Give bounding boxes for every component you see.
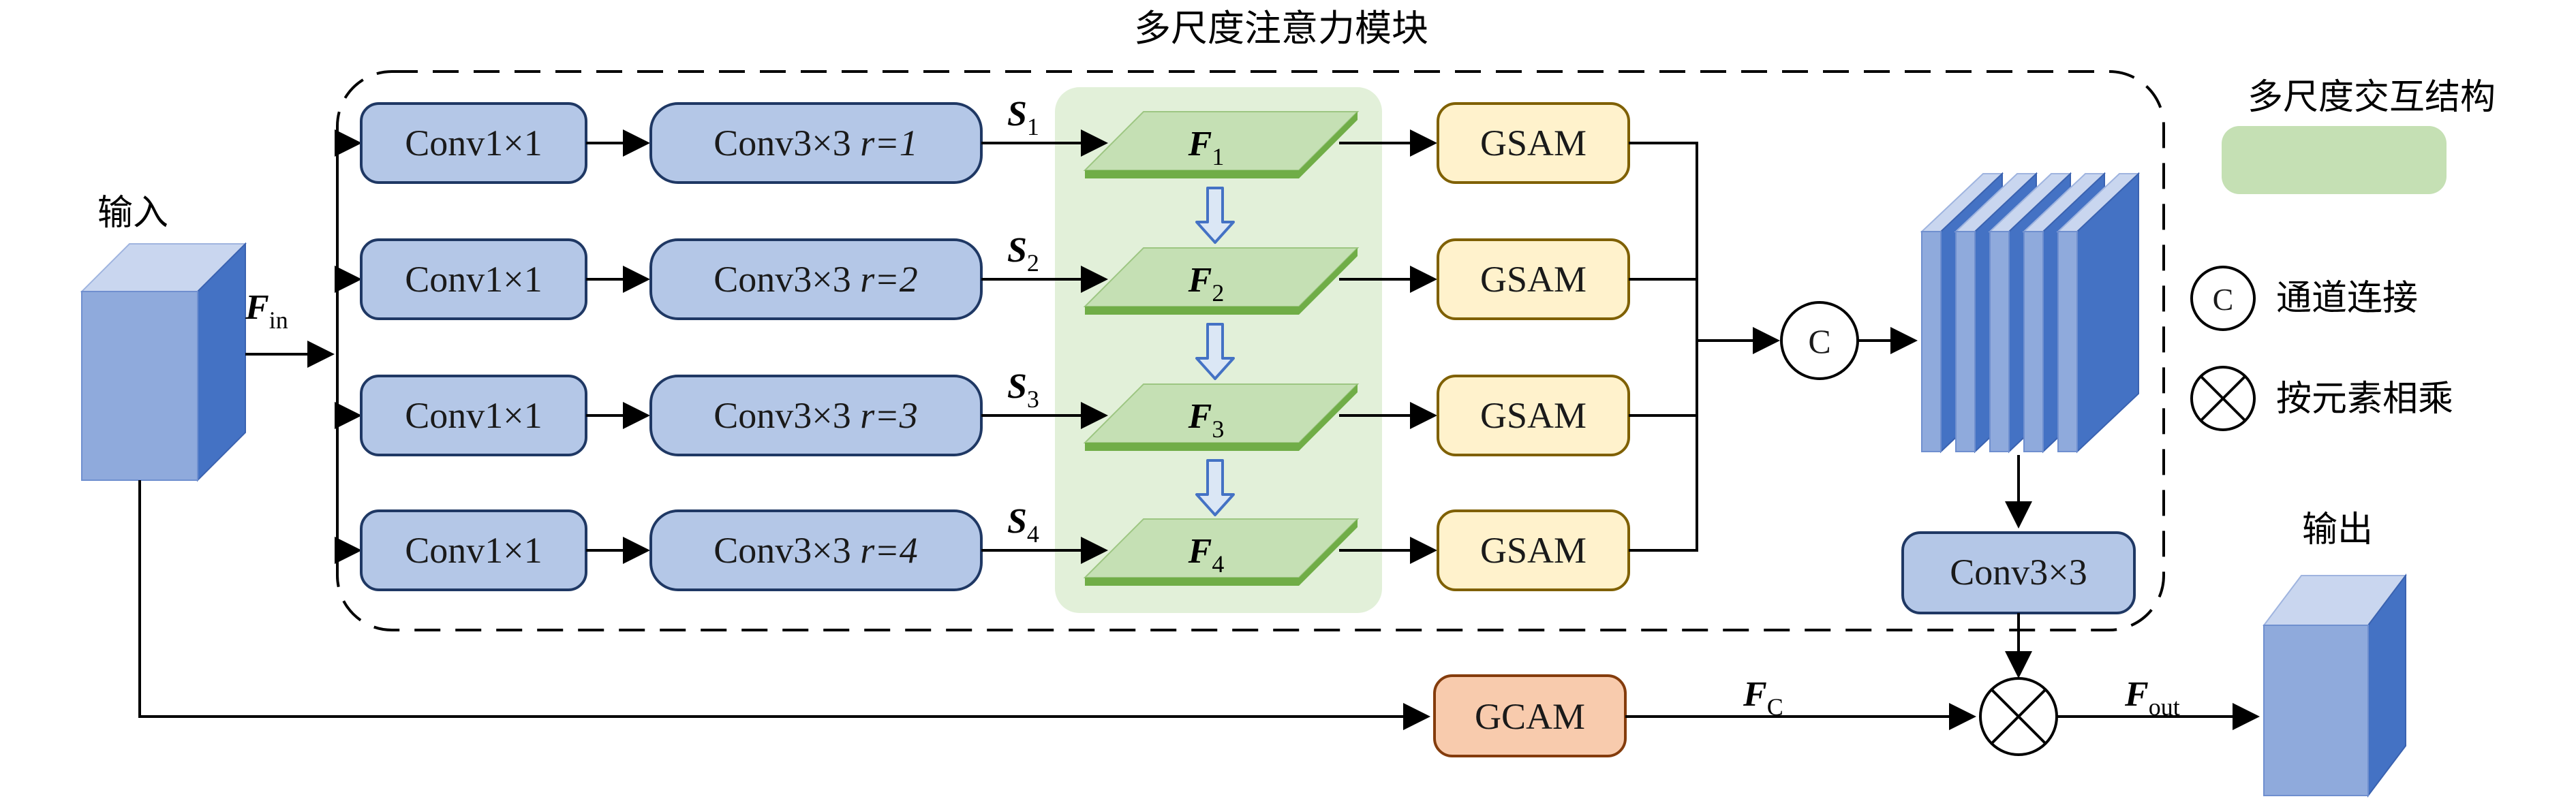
module-title: 多尺度注意力模块: [1134, 7, 1428, 50]
s-main: S: [1007, 367, 1027, 406]
s-label: S1: [1007, 95, 1039, 140]
s-label: S4: [1007, 502, 1039, 548]
dilation-rate: r=2: [860, 259, 917, 300]
gsam-label: GSAM: [1480, 259, 1586, 300]
s-label: S3: [1007, 367, 1039, 413]
conv3x3-text: Conv3×3: [714, 123, 850, 163]
gsam-label: GSAM: [1480, 395, 1586, 436]
feature-plate: [1083, 247, 1360, 315]
legend-multi-scale-swatch: [2222, 126, 2447, 194]
f-label: F1: [1188, 125, 1225, 170]
output-cube: [2262, 574, 2408, 798]
interaction-down-arrow: [1195, 323, 1235, 380]
f-main: F: [1188, 532, 1212, 571]
conv1x1-label: Conv1×1: [405, 395, 542, 436]
conv-out-box: Conv3×3: [1901, 531, 2136, 614]
s-sub: 4: [1027, 520, 1039, 548]
skip-connection: [138, 480, 1430, 730]
conv1x1-label: Conv1×1: [405, 259, 542, 300]
f-sub: 3: [1212, 415, 1224, 443]
conv3x3-spacer: [851, 530, 861, 571]
conv3x3-spacer: [851, 123, 861, 163]
f-c-label: FC: [1743, 675, 1783, 721]
dilation-rate: r=1: [860, 123, 917, 163]
f-in-label: Fin: [245, 288, 288, 334]
module-frame: [336, 70, 2165, 631]
s-sub: 3: [1027, 386, 1039, 413]
concatenated-features: [1920, 172, 2141, 454]
legend-concat-icon: [2190, 266, 2256, 331]
legend-concat-label: 通道连接: [2276, 278, 2418, 319]
s-sub: 2: [1027, 249, 1039, 277]
conv3x3-text: Conv3×3: [714, 395, 850, 436]
s-main: S: [1007, 95, 1027, 134]
conv3x3-text: Conv3×3: [714, 259, 850, 300]
input-cube: [80, 242, 247, 482]
s-label: S2: [1007, 231, 1039, 277]
input-label: 输入: [97, 193, 168, 234]
legend-multi-scale-label: 多尺度交互结构: [2248, 77, 2496, 118]
concat-symbol: C: [1808, 322, 1830, 360]
interaction-down-arrow: [1195, 459, 1235, 516]
gcam-box: GCAM: [1433, 674, 1627, 757]
feature-plate: [1083, 111, 1360, 178]
f-label: F3: [1188, 397, 1225, 443]
concat-node: C: [1780, 301, 1859, 380]
f-sub: 4: [1212, 550, 1224, 578]
gsam-label: GSAM: [1480, 530, 1586, 571]
f-main: F: [1188, 261, 1212, 300]
conv1x1-label: Conv1×1: [405, 123, 542, 163]
conv3x3-dilated-label: Conv3×3 r=2: [714, 259, 917, 300]
feature-plate: [1083, 518, 1360, 586]
conv3x3-dilated-label: Conv3×3 r=4: [714, 530, 917, 571]
dilation-rate: r=3: [860, 395, 917, 436]
f-main: F: [1188, 397, 1212, 436]
feature-slab: [2056, 172, 2141, 454]
legend-concat-symbol: C: [2213, 282, 2234, 317]
f-sub: 1: [1212, 143, 1224, 170]
f-out-label: Fout: [2124, 675, 2180, 721]
legend-multiply-icon: [2190, 366, 2256, 431]
gcam-label: GCAM: [1475, 696, 1585, 737]
f-label: F4: [1188, 532, 1225, 578]
s-sub: 1: [1027, 113, 1039, 140]
dilation-rate: r=4: [860, 530, 917, 571]
s-main: S: [1007, 231, 1027, 270]
multiply-node: [1979, 677, 2058, 756]
conv3x3-spacer: [851, 395, 861, 436]
conv1x1-label: Conv1×1: [405, 530, 542, 571]
s-main: S: [1007, 502, 1027, 541]
f-label: F2: [1188, 261, 1225, 307]
conv-out-label: Conv3×3: [1950, 552, 2087, 593]
output-label: 输出: [2302, 509, 2373, 550]
conv3x3-spacer: [851, 259, 861, 300]
gsam-label: GSAM: [1480, 123, 1586, 163]
conv3x3-text: Conv3×3: [714, 530, 850, 571]
interaction-down-arrow: [1195, 187, 1235, 244]
legend: 多尺度交互结构 C 通道连接 按元素相乘: [2190, 77, 2496, 431]
feature-plate: [1083, 383, 1360, 451]
f-sub: 2: [1212, 279, 1224, 307]
f-main: F: [1188, 125, 1212, 163]
conv3x3-dilated-label: Conv3×3 r=1: [714, 123, 917, 163]
conv3x3-dilated-label: Conv3×3 r=3: [714, 395, 917, 436]
legend-multiply-label: 按元素相乘: [2276, 379, 2453, 420]
